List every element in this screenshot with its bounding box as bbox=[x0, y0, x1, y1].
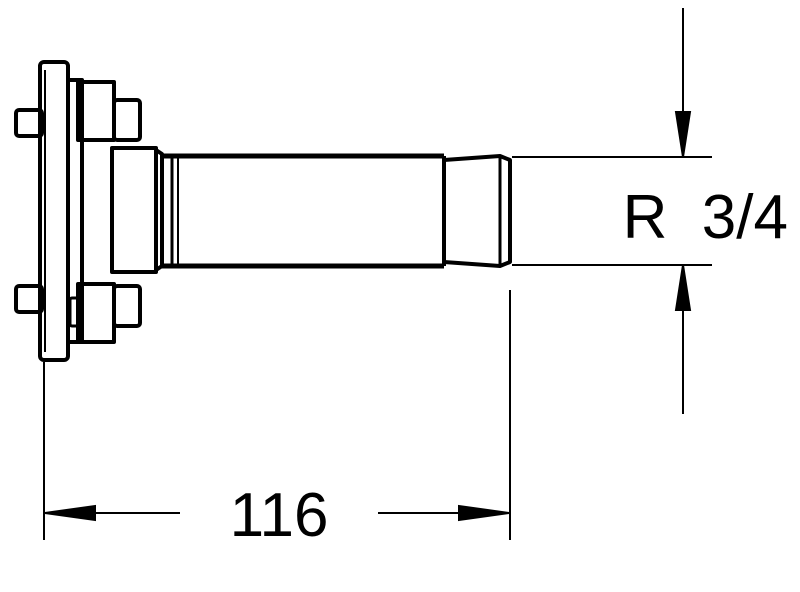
center-collar bbox=[110, 146, 158, 274]
bolt-head-bottom-right bbox=[112, 284, 142, 328]
collar-shoulder bbox=[154, 148, 164, 272]
thread-size-label: R 3/4 bbox=[623, 183, 788, 252]
thread-dimension bbox=[674, 8, 692, 414]
bolt-head-top-right bbox=[112, 98, 142, 142]
pipe-body bbox=[162, 153, 444, 269]
arrow-up-icon bbox=[674, 264, 692, 311]
bolt-stub-top-left bbox=[14, 108, 44, 138]
length-dimension bbox=[44, 504, 510, 522]
mounting-flange bbox=[14, 60, 164, 362]
flange-inner-plate bbox=[66, 78, 84, 344]
length-label: 116 bbox=[230, 481, 329, 550]
arrow-left-icon bbox=[44, 504, 96, 522]
screw-marker bbox=[68, 296, 82, 328]
arrow-right-icon bbox=[458, 504, 510, 522]
threaded-end bbox=[442, 154, 512, 268]
bolt-stub-bottom-left bbox=[14, 284, 44, 314]
arrow-down-icon bbox=[674, 111, 692, 158]
extension-lines bbox=[43, 156, 712, 540]
